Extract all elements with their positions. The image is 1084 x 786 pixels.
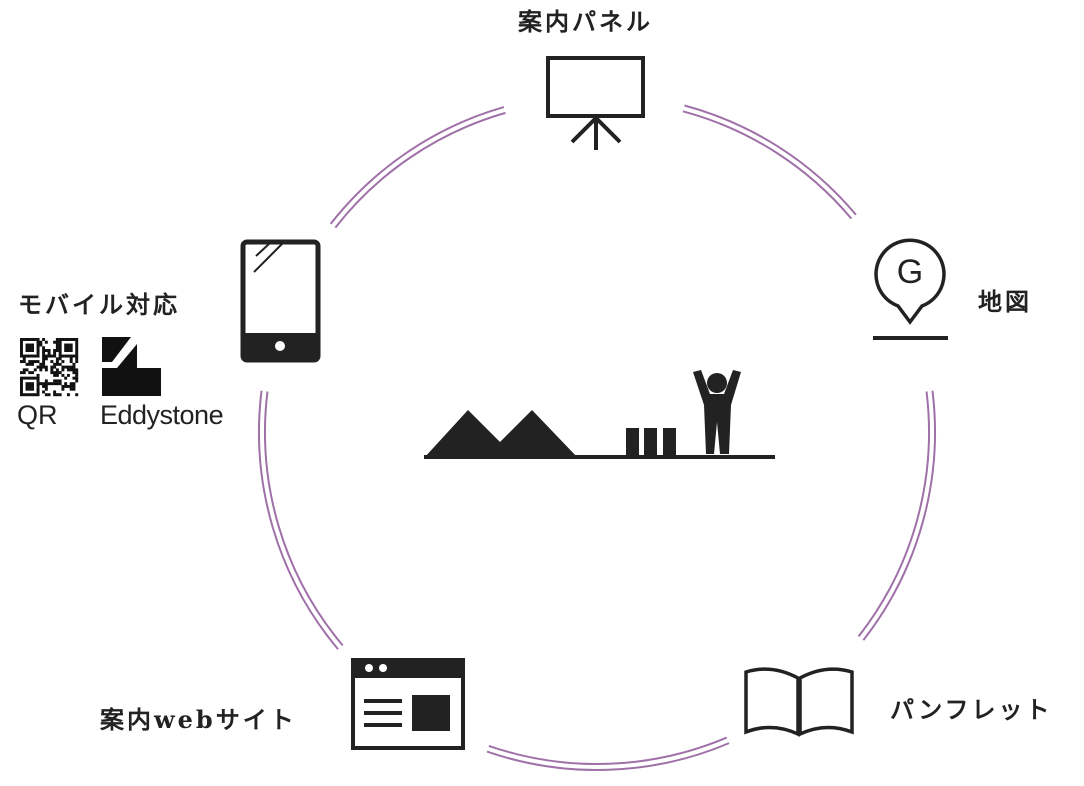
ring-arc (264, 391, 344, 647)
scene-illustration (424, 370, 775, 459)
label-mobile: モバイル対応 (18, 290, 180, 319)
guide-panel-icon (546, 56, 645, 150)
ring-arc (258, 390, 339, 650)
label-pamphlet: パンフレット (890, 695, 1053, 724)
ring-arc (682, 110, 853, 220)
pamphlet-book-icon (744, 667, 854, 737)
map-pin-letter: G (897, 253, 923, 291)
map-pin-icon: G (873, 238, 948, 340)
website-browser-icon (351, 658, 465, 750)
ring-arc (486, 742, 730, 771)
ring-arc (684, 104, 857, 216)
smartphone-icon (240, 239, 321, 363)
eddystone-logo-icon (102, 337, 161, 396)
ring-arc (857, 391, 930, 638)
ring-arc (862, 390, 936, 641)
ring-arc (334, 111, 506, 229)
label-map: 地図 (978, 287, 1032, 316)
label-website: 案内webサイト (100, 705, 297, 734)
label-eddystone: Eddystone (100, 400, 224, 430)
label-guide-panel: 案内パネル (518, 7, 653, 36)
ring-arc (488, 736, 728, 765)
label-qr: QR (17, 400, 58, 430)
cycle-ring (258, 104, 936, 771)
ring-arc (329, 106, 505, 225)
qr-code-icon (20, 338, 79, 397)
